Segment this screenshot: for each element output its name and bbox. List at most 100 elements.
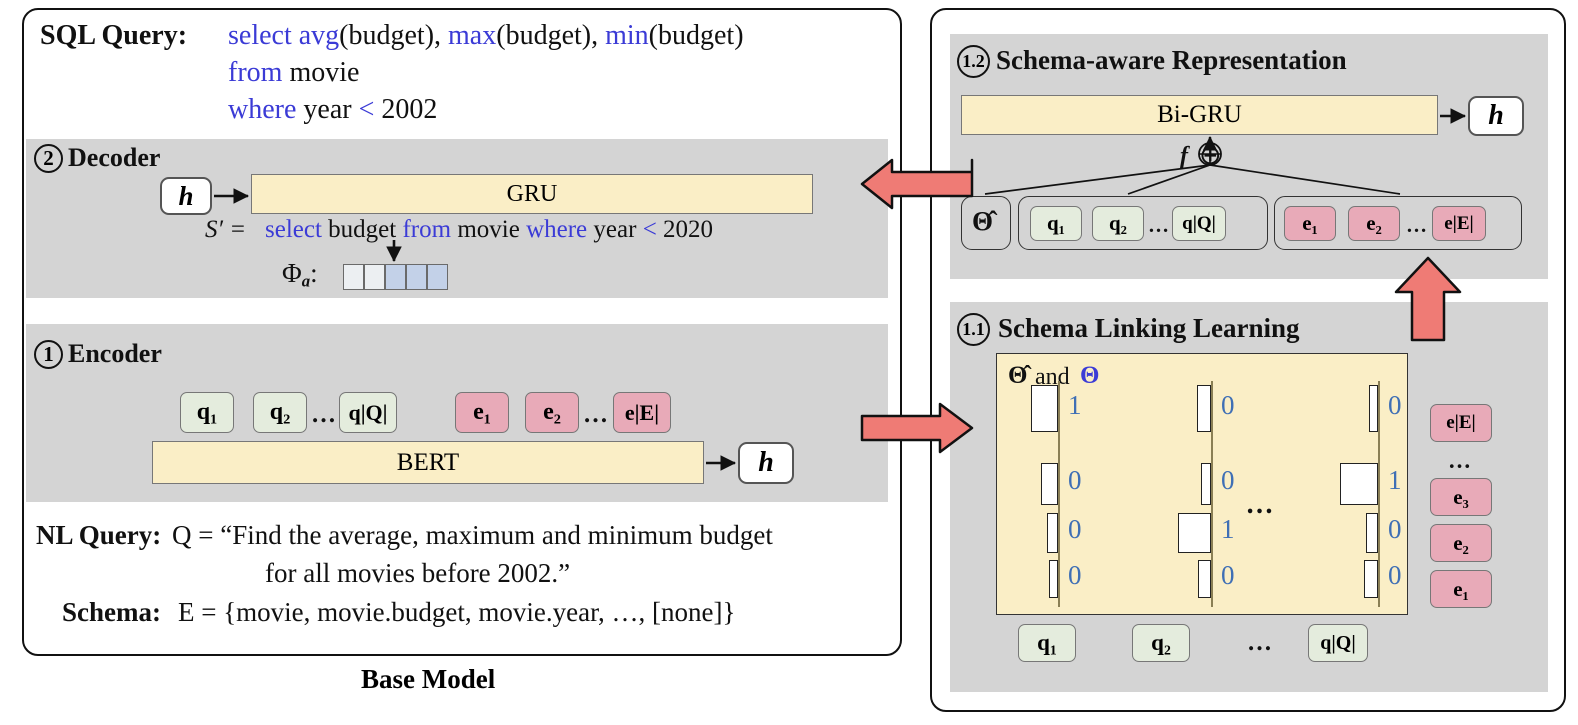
legend-theta-hat: Θ̂ xyxy=(1008,362,1028,389)
matrix-value-c3-r2: 1 xyxy=(1388,465,1402,495)
text-run-1: movie xyxy=(289,57,360,88)
matrix-value-c3-r1: 0 xyxy=(1388,389,1402,420)
linking-e-ellipsis: … xyxy=(1448,448,1472,473)
encoder-q-token-2: q₂ xyxy=(253,392,307,433)
legend-theta: Θ xyxy=(1080,362,1100,389)
matrix-value-c2-r1: 0 xyxy=(1221,389,1235,420)
rep-q-token-2: q₂ xyxy=(1092,206,1144,241)
rep-e-group xyxy=(1274,196,1522,250)
matrix-column-ellipsis: … xyxy=(1245,489,1275,520)
nl-query-label: NL Query: xyxy=(36,520,162,550)
schema-value: E = {movie, movie.budget, movie.year, …,… xyxy=(178,597,736,627)
text-run-1: year xyxy=(303,94,359,125)
rep-q-token-last: q|Q| xyxy=(1172,206,1226,241)
matrix-bar-c3-r1 xyxy=(1369,385,1378,432)
text-run-2: from xyxy=(402,216,458,243)
nl-query-line-1: Q = “Find the average, maximum and minim… xyxy=(172,520,773,550)
linking-q-label-2: q₂ xyxy=(1132,624,1190,662)
phi-colon: : xyxy=(310,258,318,288)
rep-step-number: 1.2 xyxy=(957,45,990,78)
text-run-6: < xyxy=(642,216,664,243)
encoder-q-token-last: q|Q| xyxy=(339,392,397,433)
encoder-e-token-2: e₂ xyxy=(525,392,579,433)
rep-e-ellipsis: … xyxy=(1406,212,1428,237)
linking-e-label-3: e₃ xyxy=(1430,478,1492,516)
encoder-e-token-1: e₁ xyxy=(455,392,509,433)
sql-query-line-1: select avg(budget), max(budget), min(bud… xyxy=(228,20,744,52)
matrix-bar-c2-r2 xyxy=(1201,463,1211,505)
linking-q-ellipsis: … xyxy=(1247,629,1273,656)
encoder-title: Encoder xyxy=(68,339,162,368)
text-run-3: 2002 xyxy=(381,94,438,125)
encoder-step-number: 1 xyxy=(34,340,63,369)
matrix-bar-c3-r4 xyxy=(1364,560,1378,598)
decoder-title: Decoder xyxy=(68,143,161,172)
phi-symbol: Φ xyxy=(282,258,302,288)
linking-e-label-2: e₂ xyxy=(1430,524,1492,562)
text-run-1: (budget), xyxy=(339,20,449,51)
sql-query-line-3: where year < 2002 xyxy=(228,94,437,126)
matrix-value-c1-r4: 0 xyxy=(1068,560,1082,590)
phi-cell-5 xyxy=(427,264,448,290)
matrix-value-c1-r3: 0 xyxy=(1068,514,1082,544)
text-run-3: (budget), xyxy=(496,20,606,51)
matrix-axis-1 xyxy=(1058,381,1060,607)
encoder-q-ellipsis: … xyxy=(311,401,337,428)
matrix-value-c3-r3: 0 xyxy=(1388,514,1402,544)
decoded-sql-prefix: S′ = xyxy=(205,216,247,243)
schema-linking-learning-title: Schema Linking Learning xyxy=(998,313,1300,343)
matrix-axis-2 xyxy=(1211,381,1213,607)
text-run-2: max xyxy=(448,20,497,51)
theta-hat-group xyxy=(961,196,1011,250)
rep-q-ellipsis: … xyxy=(1148,212,1170,237)
fusion-function-label: f xyxy=(1180,143,1188,169)
decoder-section xyxy=(26,139,888,298)
matrix-bar-c2-r4 xyxy=(1198,560,1211,598)
phi-label: Φa: xyxy=(282,258,318,292)
decoder-step-number: 2 xyxy=(34,144,63,173)
matrix-bar-c3-r3 xyxy=(1366,513,1378,553)
matrix-value-c3-r4: 0 xyxy=(1388,560,1402,590)
rep-q-group xyxy=(1018,196,1268,250)
sql-query-line-2: from movie xyxy=(228,57,359,89)
phi-subscript: a xyxy=(301,271,311,291)
gru-block: GRU xyxy=(251,174,813,214)
linking-e-label-1: e₁ xyxy=(1430,570,1492,608)
matrix-value-c2-r4: 0 xyxy=(1221,560,1235,590)
encoder-q-token-1: q₁ xyxy=(180,392,234,433)
matrix-value-c1-r2: 0 xyxy=(1068,465,1082,495)
text-run-0: select xyxy=(265,216,329,243)
bi-gru-block: Bi-GRU xyxy=(961,95,1438,135)
text-run-5: year xyxy=(593,216,643,243)
text-run-0: select avg xyxy=(228,20,340,51)
matrix-bar-c2-r3 xyxy=(1178,513,1211,553)
matrix-value-c2-r3: 1 xyxy=(1221,514,1235,544)
theta-hat-symbol: Θ̂ xyxy=(972,206,994,236)
schema-aware-representation-title: Schema-aware Representation xyxy=(996,45,1347,75)
matrix-bar-c1-r2 xyxy=(1041,463,1058,505)
decoded-sql: select budget from movie where year < 20… xyxy=(265,216,713,244)
schema-label: Schema: xyxy=(62,597,161,627)
text-run-4: min xyxy=(605,20,649,51)
link-step-number: 1.1 xyxy=(957,313,990,346)
nl-query-line-2: for all movies before 2002.” xyxy=(265,558,571,588)
text-run-7: 2020 xyxy=(663,216,714,243)
base-model-caption: Base Model xyxy=(361,664,496,694)
phi-cell-3 xyxy=(385,264,406,290)
matrix-bar-c1-r1 xyxy=(1031,385,1058,432)
rep-e-token-2: e₂ xyxy=(1348,206,1400,241)
text-run-4: where xyxy=(526,216,594,243)
rep-h-state: h xyxy=(1468,96,1524,136)
phi-cell-4 xyxy=(406,264,427,290)
linking-e-label-last: e|E| xyxy=(1430,404,1492,442)
text-run-2: < xyxy=(358,94,382,125)
encoder-e-token-last: e|E| xyxy=(613,392,671,433)
text-run-5: (budget) xyxy=(648,20,744,51)
matrix-bar-c2-r1 xyxy=(1197,385,1211,432)
decoder-h-state: h xyxy=(160,177,212,215)
matrix-bar-c1-r3 xyxy=(1047,513,1058,553)
bert-block: BERT xyxy=(152,441,704,484)
matrix-bar-c1-r4 xyxy=(1049,560,1058,598)
